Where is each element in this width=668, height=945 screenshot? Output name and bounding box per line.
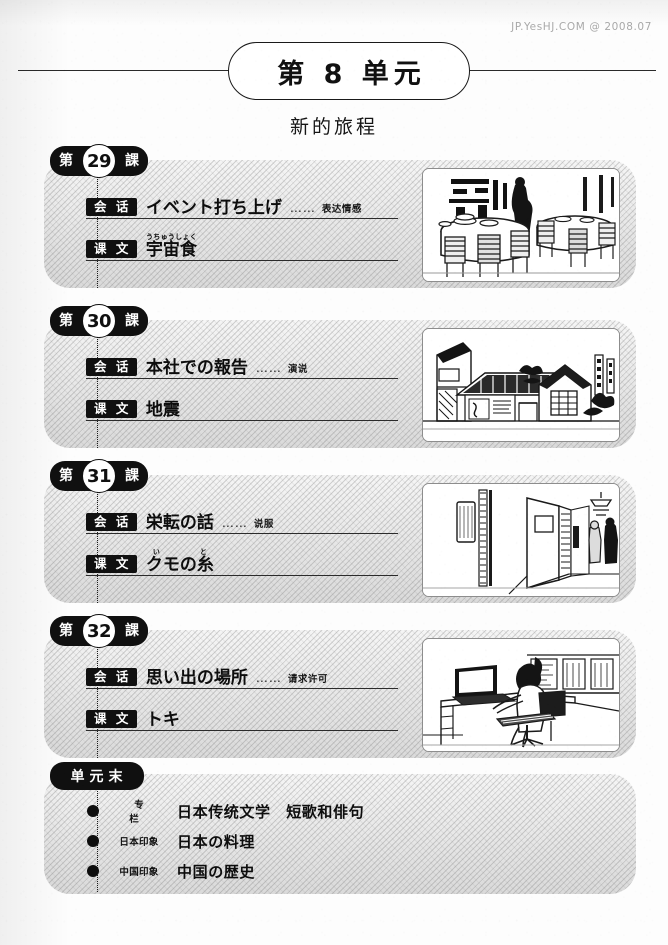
lesson-illustration-30 [422,328,620,442]
lesson-block-31: 第 31 課 会 话 栄転の話 …… 说服 课 文 クモの糸いと [44,459,636,603]
dotted-connector [97,642,98,758]
conversation-note: 请求许可 [287,674,328,685]
unit-end-panel [44,774,636,894]
text-title: 地震 [145,400,180,420]
unit-end-category: 专 栏 [129,800,154,825]
conversation-title: イベント打ち上げ [145,198,282,218]
furigana: いと [145,548,214,556]
row-underline [86,688,398,689]
tag-kaiwa: 会 话 [86,667,137,686]
unit-end-block: 单元末 专 栏 日本传统文学 短歌和俳句 日本印象 日本の料理 中国印象 中国の… [44,762,636,894]
dotted-connector [97,332,98,448]
tag-kaiwa: 会 话 [86,357,137,376]
conversation-title: 思い出の場所 [145,668,248,688]
ruby-group: 宇宙食うちゅうしょく [145,234,197,260]
kanji-dai: 第 [59,313,73,329]
bullet-icon [87,835,99,847]
lesson-illustration-31 [422,483,620,597]
kanji-dai: 第 [59,468,73,484]
row-underline [86,420,398,421]
row-underline [86,218,398,219]
leader-dots: …… [289,201,316,215]
unit-end-title: 中国の歴史 [177,862,256,881]
conversation-row[interactable]: 会 话 栄転の話 …… 说服 [86,507,414,533]
site-watermark: JP.YesHJ.COM @ 2008.07 [511,21,652,33]
tag-kaiwa: 会 话 [86,197,137,216]
woman-at-desk-laptop-icon [423,639,619,751]
tag-kaiwa: 会 话 [86,512,137,531]
text-title-base: 宇宙食 [145,240,197,260]
lesson-number: 29 [82,144,116,178]
conversation-note: 演说 [287,364,308,375]
tag-kabun: 课 文 [86,399,137,418]
tag-kabun: 课 文 [86,709,137,728]
text-row[interactable]: 课 文 地震 [86,394,414,420]
text-title-base: クモの糸 [145,555,214,575]
lesson-number: 31 [82,459,116,493]
text-title: 宇宙食うちゅうしょく [146,233,197,259]
tag-kabun: 课 文 [86,554,137,573]
unit-end-title: 日本传统文学 短歌和俳句 [177,802,365,821]
kanji-ka: 課 [125,623,139,639]
leader-dots: …… [255,361,282,375]
lesson-number: 32 [82,614,116,648]
lesson-block-30: 第 30 課 会 话 本社での報告 …… 演说 课 文 地震 [44,304,636,448]
leader-dots: …… [221,516,248,530]
conversation-title: 本社での報告 [145,358,248,378]
office-corridor-door-icon [423,484,619,596]
header-rule-left [18,70,230,71]
lesson-number: 30 [82,304,116,338]
lesson-number-badge[interactable]: 第 31 課 [50,459,148,493]
lesson-illustration-29 [422,168,620,282]
unit-end-item[interactable]: 中国印象 中国の歴史 [87,860,256,882]
unit-end-category: 日本印象 [119,837,159,848]
banquet-hall-round-tables-icon [423,169,619,281]
row-underline [86,730,398,731]
conversation-row[interactable]: 会 话 思い出の場所 …… 请求许可 [86,662,414,688]
leader-dots: …… [255,671,282,685]
text-title: クモの糸いと [146,548,214,574]
kanji-dai: 第 [59,153,73,169]
unit-end-item[interactable]: 日本印象 日本の料理 [87,830,256,852]
unit-end-item[interactable]: 专 栏 日本传统文学 短歌和俳句 [87,800,365,825]
row-underline [86,260,398,261]
bullet-icon [87,865,99,877]
unit-end-category: 中国印象 [119,867,159,878]
conversation-note: 表达情感 [321,204,362,215]
header-rule-right [466,70,656,71]
row-underline [86,575,398,576]
kanji-ka: 課 [125,468,139,484]
conversation-note: 说服 [253,519,274,530]
kanji-ka: 課 [125,153,139,169]
kanji-ka: 課 [125,313,139,329]
conversation-row[interactable]: 会 话 本社での報告 …… 演说 [86,352,414,378]
lesson-number-badge[interactable]: 第 30 課 [50,304,148,338]
text-row[interactable]: 课 文 宇宙食うちゅうしょく [86,234,414,260]
kanji-dai: 第 [59,623,73,639]
unit-title-pill: 第 8 单元 [228,42,470,100]
bullet-icon [87,805,99,817]
dotted-connector [97,487,98,603]
lesson-block-29: 第 29 課 会 话 イベント打ち上げ …… 表达情感 课 文 宇宙食うちゅうし… [44,144,636,288]
japanese-street-houses-icon [423,329,619,441]
unit-title: 第 8 单元 [277,58,426,90]
tag-kabun: 课 文 [86,239,137,258]
dotted-connector [97,172,98,288]
ruby-group: クモの糸いと [145,549,214,575]
lesson-block-32: 第 32 課 会 话 思い出の場所 …… 请求许可 课 文 トキ [44,614,636,758]
lesson-illustration-32 [422,638,620,752]
unit-end-badge[interactable]: 单元末 [50,762,144,790]
lesson-number-badge[interactable]: 第 32 課 [50,614,148,648]
row-underline [86,533,398,534]
conversation-title: 栄転の話 [145,513,214,533]
text-row[interactable]: 课 文 トキ [86,704,414,730]
text-title: トキ [145,710,180,730]
furigana: うちゅうしょく [145,233,197,241]
text-row[interactable]: 课 文 クモの糸いと [86,549,414,575]
unit-subtitle: 新的旅程 [289,116,378,138]
lesson-number-badge[interactable]: 第 29 課 [50,144,148,178]
row-underline [86,378,398,379]
unit-end-title: 日本の料理 [177,832,256,851]
conversation-row[interactable]: 会 话 イベント打ち上げ …… 表达情感 [86,192,414,218]
